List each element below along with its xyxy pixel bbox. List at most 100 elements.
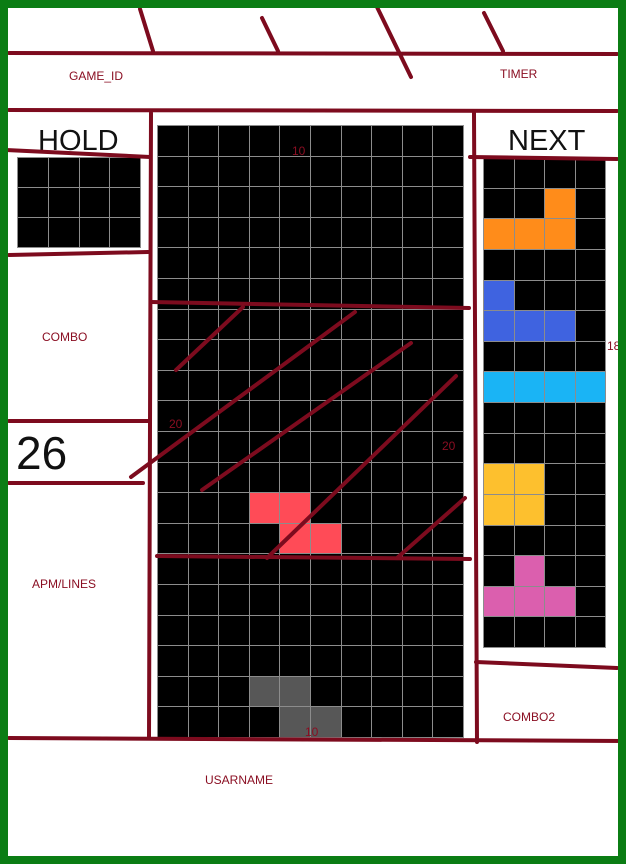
next-cell	[514, 219, 545, 250]
board-cell	[188, 615, 220, 647]
board-cell	[280, 462, 311, 494]
board-cell	[402, 187, 434, 218]
board-cell	[372, 401, 403, 432]
board-cell	[433, 554, 464, 585]
next-cell	[545, 525, 576, 557]
playfield-grid	[157, 125, 464, 738]
next-cell	[545, 158, 576, 189]
hold-title: HOLD	[38, 125, 119, 157]
board-cell	[372, 370, 403, 402]
next-cell	[514, 556, 545, 587]
board-cell	[219, 340, 250, 371]
board-cell	[219, 432, 250, 463]
board-cell	[372, 279, 403, 310]
board-cell	[372, 217, 403, 249]
board-cell	[372, 126, 403, 157]
board-cell	[341, 126, 373, 157]
board-cell	[311, 646, 342, 677]
hold-cell	[110, 158, 141, 188]
board-cell	[188, 493, 220, 524]
board-cell	[341, 676, 373, 708]
board-cell	[402, 615, 434, 647]
board-cell	[188, 217, 220, 249]
board-cell	[158, 432, 189, 463]
board-cell	[372, 248, 403, 279]
board-cell	[188, 370, 220, 402]
board-cell	[280, 156, 311, 188]
board-cell	[158, 585, 189, 616]
board-cell	[311, 126, 342, 157]
board-cell	[280, 523, 311, 555]
next-cell	[514, 617, 545, 648]
board-cell	[433, 370, 464, 402]
board-cell	[433, 279, 464, 310]
board-cell	[372, 676, 403, 708]
next-cell	[484, 249, 515, 281]
board-cell	[341, 585, 373, 616]
board-cell	[249, 126, 281, 157]
board-cell	[311, 493, 342, 524]
board-cell	[341, 707, 373, 738]
board-cell	[341, 217, 373, 249]
board-cell	[341, 432, 373, 463]
board-cell	[188, 554, 220, 585]
board-cell	[402, 401, 434, 432]
next-queue-grid	[483, 157, 606, 648]
hold-cell	[48, 188, 80, 218]
board-bottom-annotation: 10	[305, 725, 319, 739]
board-cell	[402, 279, 434, 310]
board-cell	[158, 493, 189, 524]
board-cell	[433, 126, 464, 157]
board-cell	[341, 646, 373, 677]
board-cell	[219, 523, 250, 555]
board-cell	[311, 585, 342, 616]
hold-cell	[18, 158, 49, 188]
board-cell	[433, 523, 464, 555]
board-cell	[341, 523, 373, 555]
board-cell	[341, 340, 373, 371]
board-cell	[372, 615, 403, 647]
next-cell	[484, 556, 515, 587]
next-cell	[514, 341, 545, 373]
board-cell	[188, 248, 220, 279]
board-cell	[341, 554, 373, 585]
hold-bottom-line	[7, 250, 150, 257]
board-cell	[341, 370, 373, 402]
board-cell	[219, 615, 250, 647]
next-cell	[514, 311, 545, 342]
next-cell	[514, 586, 545, 618]
board-cell	[158, 217, 189, 249]
next-cell	[575, 525, 606, 557]
next-cell	[575, 341, 606, 373]
board-cell	[402, 217, 434, 249]
board-cell	[372, 707, 403, 738]
board-cell	[372, 156, 403, 188]
board-cell	[280, 646, 311, 677]
board-cell	[249, 248, 281, 279]
hold-cell	[79, 218, 111, 248]
board-cell	[219, 248, 250, 279]
left-column-divider	[147, 111, 153, 740]
board-cell	[311, 676, 342, 708]
apm-lines-label: APM/LINES	[32, 577, 97, 591]
board-cell	[433, 401, 464, 432]
next-cell	[484, 188, 515, 220]
next-cell	[484, 158, 515, 189]
next-cell	[514, 494, 545, 526]
board-cell	[249, 279, 281, 310]
board-cell	[433, 646, 464, 677]
board-cell	[249, 432, 281, 463]
board-cell	[249, 156, 281, 188]
hold-cell	[48, 158, 80, 188]
board-cell	[280, 493, 311, 524]
board-cell	[219, 217, 250, 249]
board-cell	[372, 493, 403, 524]
next-cell	[484, 617, 515, 648]
board-cell	[280, 370, 311, 402]
board-cell	[249, 401, 281, 432]
header-divider-line	[7, 51, 619, 56]
board-cell	[219, 707, 250, 738]
board-cell	[188, 126, 220, 157]
board-cell	[219, 279, 250, 310]
board-cell	[433, 156, 464, 188]
